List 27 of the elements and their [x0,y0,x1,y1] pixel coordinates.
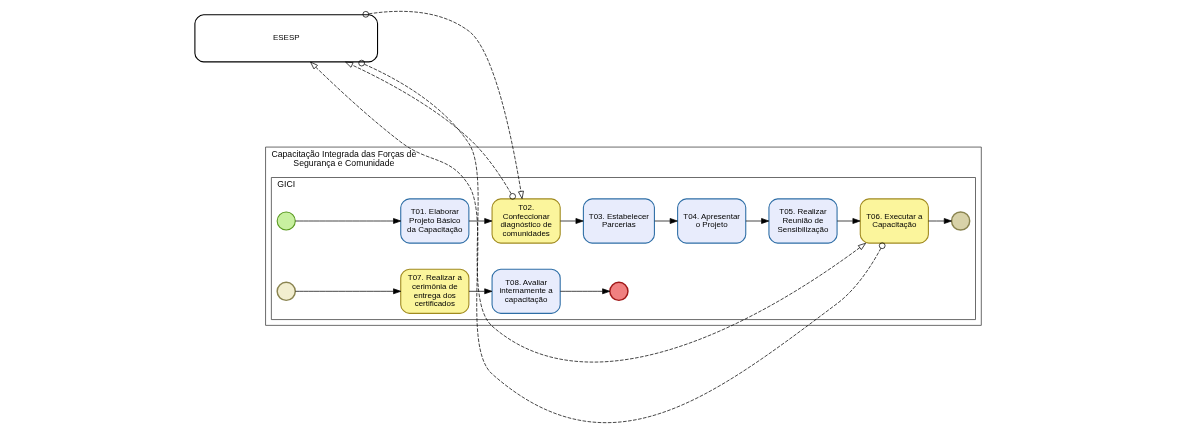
arrow [928,218,952,224]
node-circle [276,211,296,231]
node-box: T04. Apresentar o Projeto [677,198,747,244]
node-box: T07. Realizar a cerimônia de entrega dos certificados [400,268,470,314]
arrow [468,288,493,295]
node-box: T01. Elaborar Projeto Básico da Capacitação [400,198,470,244]
arrow [295,218,402,224]
node-box: T08. Avaliar internamente a capacitação [491,268,561,314]
node-circle [609,281,629,302]
node-box: ESESP [194,14,379,63]
arrow [310,61,886,424]
arrow [295,288,402,295]
arrow [358,59,866,363]
arrow [560,288,611,295]
arrow [654,218,678,224]
node-box: T02. Confeccionar diagnóstico de comunidades [491,198,561,244]
node-circle [950,211,971,231]
arrow [836,218,861,224]
arrow [745,218,770,224]
node-box: T06. Executar a Capacitação [859,198,929,244]
arrow [560,218,584,224]
node-circle [276,281,296,302]
arrow [362,11,524,199]
arrow [468,218,493,224]
node-box: T05. Realizar Reunião de Sensibilização [768,198,838,244]
arrow [345,61,516,200]
node-box: T03. Estabelecer Parcerias [582,198,655,244]
